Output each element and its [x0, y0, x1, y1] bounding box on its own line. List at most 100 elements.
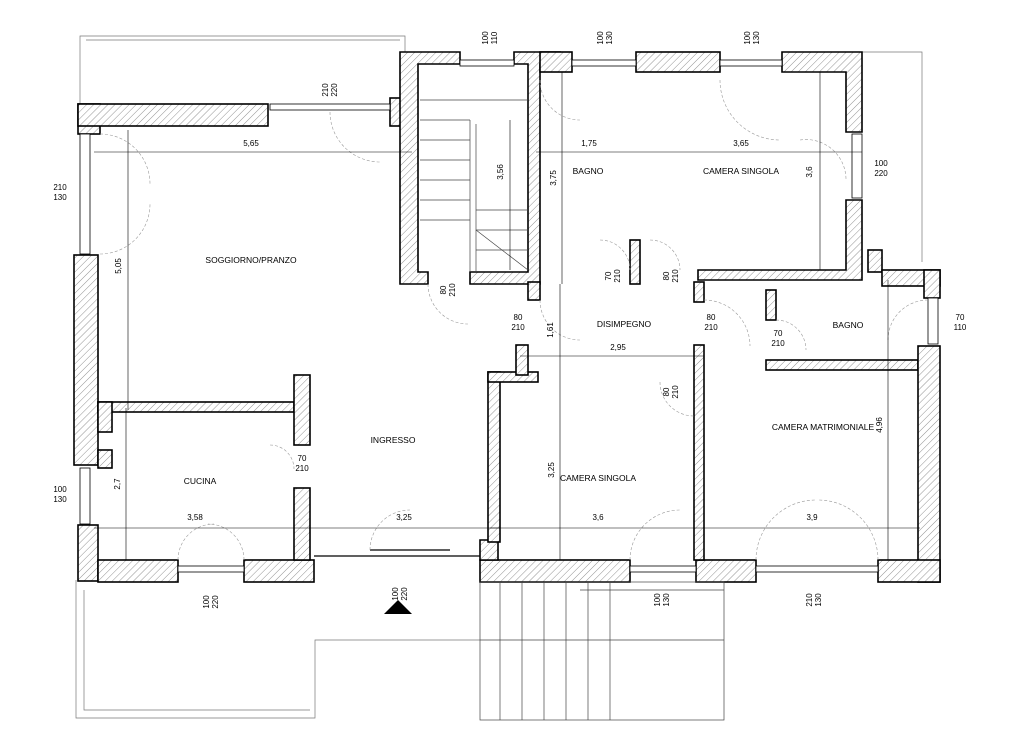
wall-segment: [693, 281, 705, 303]
svg-text:80: 80: [439, 285, 448, 294]
room-label-bagno-2: BAGNO: [833, 320, 864, 330]
opening-label: 100 220: [874, 159, 888, 178]
wall-segment: [97, 559, 179, 583]
door-arc: [329, 111, 381, 163]
svg-text:70: 70: [774, 329, 783, 338]
dimension-label: 5,65: [243, 139, 259, 148]
wall-segment: [487, 371, 539, 383]
stair-wall-east: [469, 51, 561, 285]
dimension-label: 3,65: [733, 139, 749, 148]
door-arc: [207, 523, 245, 561]
wall-segment: [539, 51, 573, 73]
room-label-camera-singola: CAMERA SINGOLA: [703, 166, 779, 176]
terrace-outlines: [75, 35, 923, 719]
wall-segment: [293, 374, 311, 446]
room-label-bagno: BAGNO: [573, 166, 604, 176]
door-arc: [649, 239, 681, 271]
wall-segment: [867, 249, 883, 273]
wall-segment: [515, 344, 529, 376]
dimension-labels: 5,65 1,75 3,65 3,56 3,75 3,6 5,05 1,61 2…: [113, 139, 884, 522]
svg-text:210: 210: [295, 464, 309, 473]
stair-wall-west: [399, 51, 461, 285]
wall-segment: [695, 559, 757, 583]
svg-text:130: 130: [605, 31, 614, 45]
wall-segment: [73, 254, 99, 466]
door-arc: [755, 499, 817, 561]
opening-label: 80 210: [439, 283, 457, 297]
svg-text:130: 130: [53, 495, 67, 504]
svg-text:210: 210: [704, 323, 718, 332]
dimension-label: 3,6: [592, 513, 604, 522]
svg-text:220: 220: [330, 83, 339, 97]
dimension-label: 3,58: [187, 513, 203, 522]
wall-segment: [479, 539, 499, 561]
opening-label: 70 210: [771, 329, 785, 348]
south-terrace: [75, 580, 480, 719]
entrance-arrow-icon: [384, 600, 412, 614]
wall-segment: [923, 269, 941, 299]
svg-text:210: 210: [53, 183, 67, 192]
north-east-terrace: [862, 51, 923, 262]
svg-text:210: 210: [771, 339, 785, 348]
opening-label: 100 130: [596, 31, 614, 45]
svg-text:220: 220: [874, 169, 888, 178]
window: [927, 297, 939, 345]
svg-text:80: 80: [662, 387, 671, 396]
dimension-label: 3,56: [496, 164, 505, 180]
room-label-ingresso: INGRESSO: [371, 435, 416, 445]
door-arc: [599, 239, 631, 271]
door-arc: [719, 79, 781, 141]
svg-text:130: 130: [662, 593, 671, 607]
window: [79, 467, 91, 525]
wall-segment: [697, 199, 863, 281]
door-swings: [99, 79, 929, 561]
svg-text:110: 110: [490, 31, 499, 44]
dimension-label: 3,75: [549, 170, 558, 186]
room-label-cucina: CUCINA: [184, 476, 217, 486]
window: [269, 103, 391, 111]
window: [629, 565, 697, 573]
wall-segment: [479, 559, 631, 583]
internal-staircase: [420, 99, 529, 272]
opening-label: 100 130: [653, 593, 671, 607]
dimension-lines: [94, 72, 920, 560]
window: [851, 133, 863, 199]
dimension-label: 2,95: [610, 343, 626, 352]
wall-segment: [765, 289, 777, 321]
wall-segment: [877, 559, 941, 583]
wall-segment: [527, 281, 541, 301]
opening-label: 100 110: [481, 31, 499, 45]
door-arc: [369, 509, 411, 551]
opening-labels: 100 110 100 130 100 130 210 220 210 130 …: [53, 31, 967, 609]
door-arc: [427, 283, 469, 325]
svg-text:70: 70: [956, 313, 965, 322]
wall-segment: [765, 359, 919, 371]
wall-segment: [77, 524, 99, 582]
svg-text:130: 130: [814, 593, 823, 607]
svg-text:100: 100: [202, 595, 211, 609]
opening-label: 80 210: [662, 269, 680, 283]
wall-segment: [781, 51, 863, 133]
windows: [79, 59, 939, 573]
opening-label: 80 210: [704, 313, 718, 332]
south-terrace-inner: [83, 590, 310, 711]
opening-label: 100 130: [743, 31, 761, 45]
window: [459, 59, 515, 67]
window: [755, 565, 879, 573]
opening-label: 70 210: [604, 269, 622, 283]
dimension-label: 3,6: [805, 166, 814, 178]
dimension-label: 2,7: [113, 478, 122, 490]
window: [719, 59, 783, 67]
svg-text:220: 220: [211, 595, 220, 609]
opening-label: 100 130: [53, 485, 67, 504]
dimension-label: 4,96: [875, 417, 884, 433]
svg-text:80: 80: [662, 271, 671, 280]
dimension-label: 5,05: [114, 258, 123, 274]
opening-label: 100 220: [202, 595, 220, 609]
opening-label: 80 210: [662, 385, 680, 399]
svg-text:100: 100: [653, 593, 662, 607]
external-staircase: [479, 581, 725, 721]
wall-segment: [917, 345, 941, 583]
room-labels: SOGGIORNO/PRANZO BAGNO CAMERA SINGOLA DI…: [184, 166, 875, 486]
dimension-label: 3,9: [806, 513, 818, 522]
